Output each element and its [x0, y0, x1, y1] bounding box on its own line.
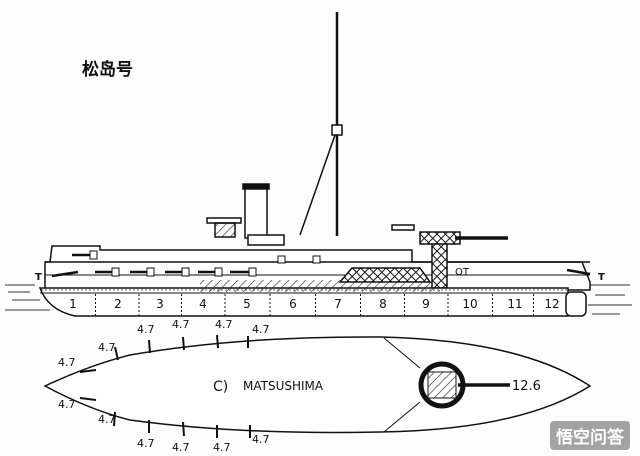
torpedo-label-bow: T [35, 272, 42, 283]
hull-side [44, 231, 591, 291]
gun-caliber-label: 4.7 [98, 413, 116, 426]
compartment-number: 8 [379, 297, 387, 311]
compartment-number: 10 [462, 297, 477, 311]
funnel [206, 183, 415, 246]
compartment-number: 4 [199, 297, 207, 311]
compartment-number: 3 [156, 297, 164, 311]
compartment-number: 11 [507, 297, 522, 311]
compartment-number: 6 [289, 297, 297, 311]
torpedo-label-stern: T [598, 272, 605, 283]
watermark: 悟空问答 [550, 421, 630, 450]
water-lines [5, 284, 632, 315]
gun-caliber-label: 4.7 [252, 433, 270, 446]
mast [299, 12, 343, 236]
gun-caliber-label: 4.7 [172, 441, 190, 454]
diagram-title: 松岛号 [82, 60, 133, 80]
gun-caliber-label: 4.7 [215, 318, 233, 331]
compartment-number: 1 [69, 297, 77, 311]
compartment-number: 5 [243, 297, 251, 311]
torpedo-label-mid: OT [455, 267, 470, 278]
gun-caliber-label: 4.7 [252, 323, 270, 336]
ship-name: MATSUSHIMA [243, 379, 324, 393]
compartment-number: 12 [544, 297, 559, 311]
secondary-gun-labels: 4.7 4.7 4.7 4.7 4.7 4.7 4.7 4.7 4.7 4.7 4.7 4.7 [58, 318, 270, 454]
compartment-number: 9 [422, 297, 430, 311]
gun-caliber-label: 4.7 [58, 356, 76, 369]
ship-prefix: C) [213, 379, 228, 395]
underwater-hull [38, 280, 587, 317]
gun-caliber-label: 4.7 [213, 441, 231, 454]
gun-caliber-label: 4.7 [137, 437, 155, 450]
compartment-number: 7 [334, 297, 342, 311]
main-gun-label: 12.6 [512, 379, 541, 394]
gun-caliber-label: 4.7 [98, 341, 116, 354]
plan-view [43, 334, 592, 438]
gun-caliber-label: 4.7 [172, 318, 190, 331]
gun-caliber-label: 4.7 [58, 398, 76, 411]
gun-caliber-label: 4.7 [137, 323, 155, 336]
compartment-number: 2 [114, 297, 122, 311]
